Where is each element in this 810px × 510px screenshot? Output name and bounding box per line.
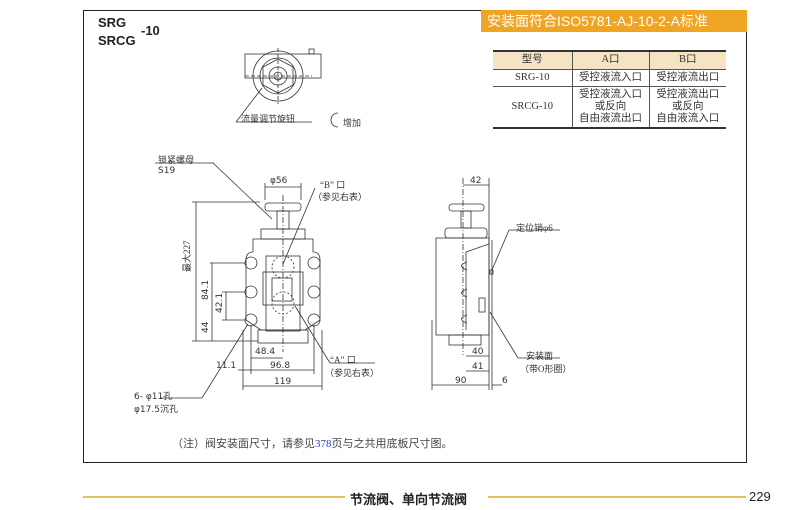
holes-label: 6- φ11孔 (134, 392, 173, 402)
footer-line-left (83, 496, 345, 498)
port-b-ref: （参见右表） (313, 192, 368, 202)
footer-line-right (488, 496, 746, 498)
bolt-holes (244, 256, 321, 327)
port-b-label: “B” 口 (320, 180, 346, 190)
dim-11-1: 11.1 (216, 361, 237, 371)
lock-nut-label: 锁紧螺母 (158, 155, 195, 165)
cell-line: 受控液流出口 (656, 88, 720, 100)
side-dim-6: 6 (502, 376, 508, 386)
cell-line: 或反向 (672, 100, 704, 112)
model-srg: SRG (98, 15, 127, 30)
page-reference-link[interactable]: 378 (315, 438, 332, 450)
table-header-row: 型号 A口 B口 (493, 50, 726, 70)
standard-banner: 安装面符合ISO5781-AJ-10-2-A标准 (481, 10, 747, 32)
side-dim-42: 42 (470, 176, 482, 186)
port-a-ref: （参见右表） (325, 368, 380, 378)
cell-a: 受控液流入口或反向自由液流出口 (571, 86, 649, 129)
dim-42-1: 42.1 (215, 292, 225, 313)
col-model: 型号 (493, 50, 572, 70)
top-view-drawing (235, 48, 339, 128)
page-number: 229 (749, 489, 771, 504)
cell-model: SRCG-10 (493, 86, 572, 129)
side-view-drawing (431, 178, 560, 390)
cell-a: 受控液流入口 (571, 69, 649, 87)
port-a-label: “A” 口 (330, 355, 356, 365)
side-dim-41: 41 (472, 362, 484, 372)
side-dim-90: 90 (455, 376, 467, 386)
col-b: B口 (648, 50, 726, 70)
mount-face-label: 安装面 (526, 351, 554, 361)
front-view-drawing (155, 162, 375, 399)
cell-line: 受控液流入口 (579, 88, 642, 100)
table-row: SRCG-10 受控液流入口或反向自由液流出口 受控液流出口或反向自由液流入口 (493, 86, 726, 129)
dim-44: 44 (201, 321, 211, 333)
lock-nut-size: S19 (158, 166, 176, 176)
cell-line: 自由液流入口 (656, 112, 720, 124)
pin-label: 定位销φ6 (516, 223, 553, 233)
mounting-note: （注）阀安装面尺寸，请参见378页与之共用底板尺寸图。 (172, 435, 453, 451)
increase-label: 增加 (343, 118, 362, 128)
dim-max227: 最大227 (182, 240, 192, 272)
knob-label: 流量调节旋钮 (241, 114, 296, 124)
note-text-end: 页与之共用底板尺寸图。 (331, 438, 453, 450)
note-text: （注）阀安装面尺寸，请参见 (172, 438, 315, 450)
oring-label: （带O形圈） (520, 364, 572, 374)
dim-48-4: 48.4 (255, 347, 276, 357)
table-row: SRG-10 受控液流入口 受控液流出口 (493, 69, 726, 87)
dim-119: 119 (274, 377, 292, 387)
cell-b: 受控液流出口或反向自由液流入口 (648, 86, 726, 129)
port-table: 型号 A口 B口 SRG-10 受控液流入口 受控液流出口 SRCG-10 受控… (493, 50, 726, 129)
dim-84-1: 84.1 (201, 279, 211, 300)
cell-line: 自由液流出口 (579, 112, 642, 124)
content-frame (83, 10, 747, 463)
dim-phi56: φ56 (270, 176, 288, 186)
cell-line: 或反向 (594, 100, 627, 112)
side-dim-40: 40 (472, 347, 484, 357)
col-a: A口 (571, 50, 649, 70)
model-srcg: SRCG (98, 33, 136, 48)
model-suffix: -10 (141, 23, 160, 38)
dim-96-8: 96.8 (270, 361, 291, 371)
cell-model: SRG-10 (493, 69, 572, 87)
counterbore-label: φ17.5沉孔 (134, 405, 178, 415)
frame-top-border (83, 10, 481, 11)
footer-section-title: 节流阀、单向节流阀 (350, 492, 468, 507)
cell-b: 受控液流出口 (648, 69, 726, 87)
